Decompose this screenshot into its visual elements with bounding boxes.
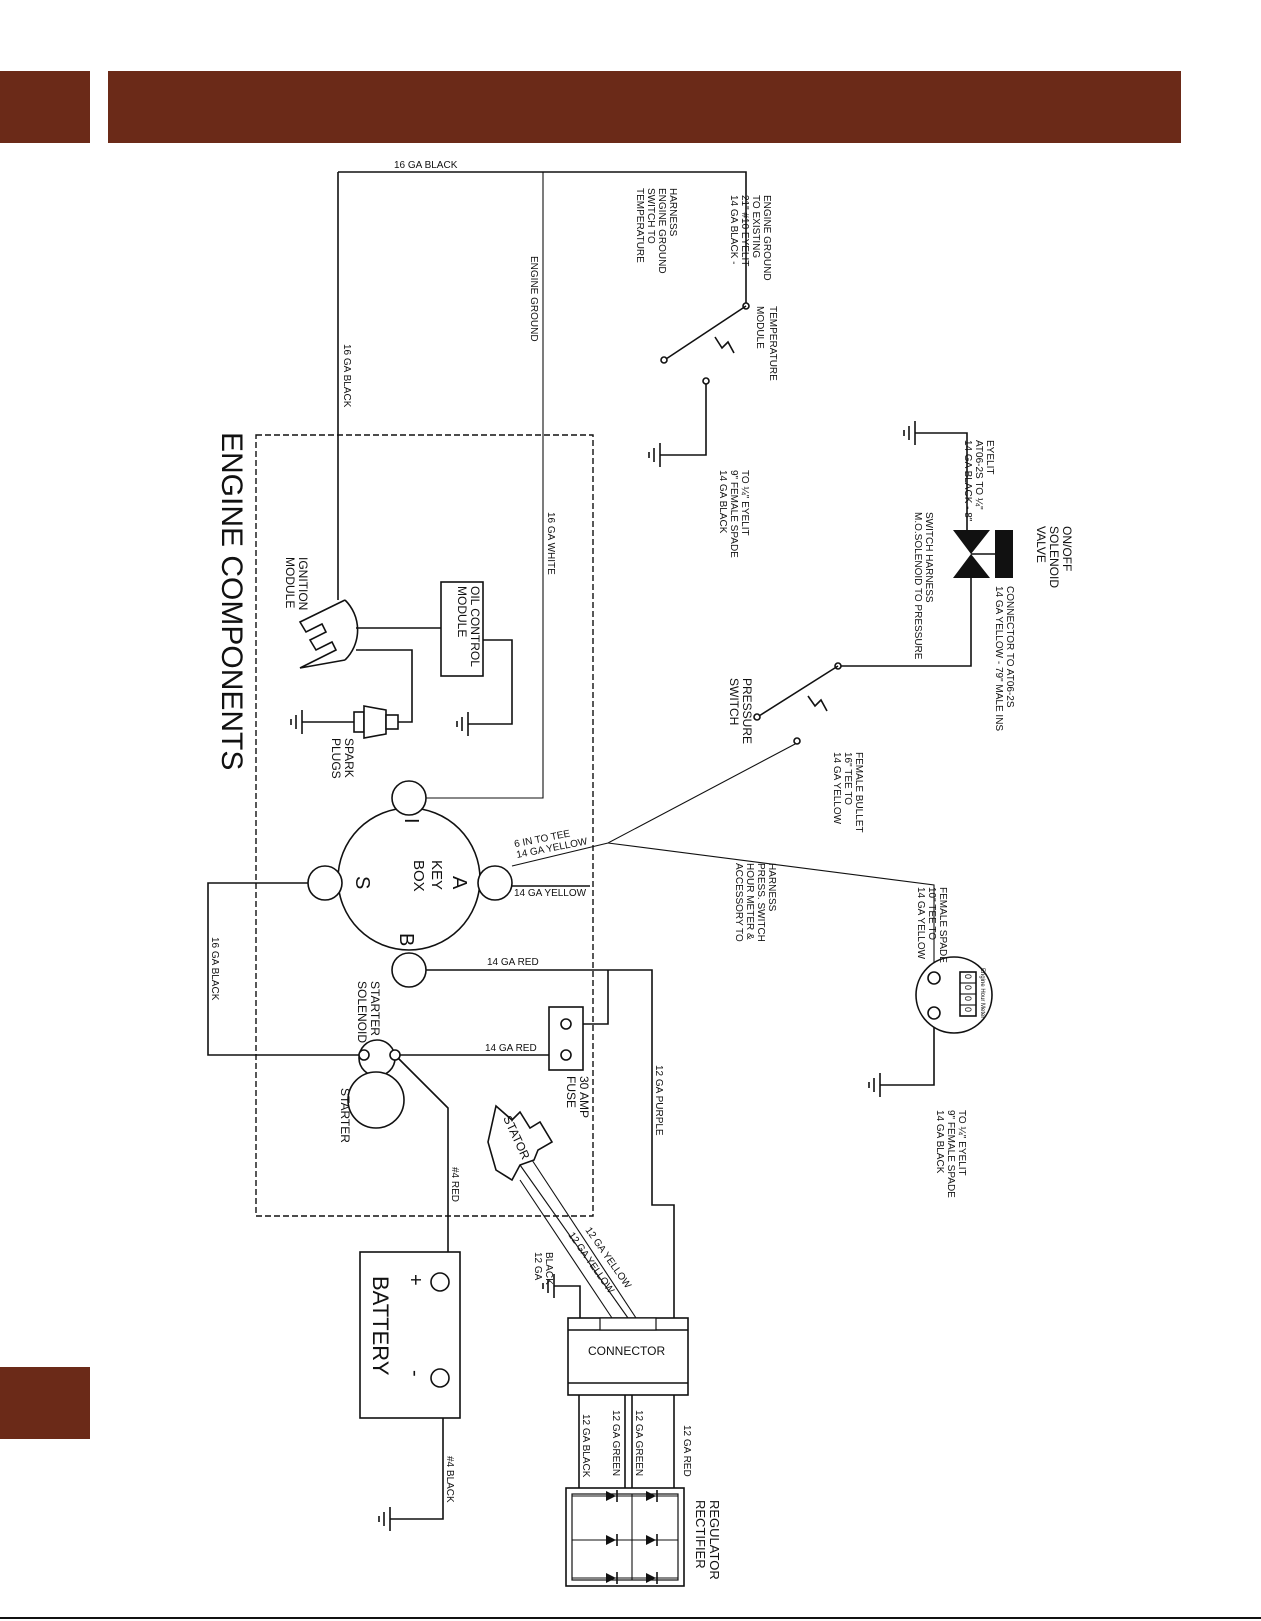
spark-plugs	[353, 705, 399, 739]
label-reg-red: 12 GA RED	[681, 1425, 692, 1477]
oil-control-label: OIL CONTROL MODULE	[455, 586, 482, 670]
label-starter-black: 16 GA BLACK	[209, 937, 220, 1001]
key-box	[307, 780, 513, 988]
ground-temp	[648, 442, 661, 468]
ground-meter	[868, 1072, 881, 1098]
note-mo-solenoid: M.O.SOLENOID TO PRESSURE SWITCH HARNESS	[912, 512, 934, 662]
header-bar	[108, 71, 1181, 143]
note-accessory: ACCESSORY TO HOUR METER & PRESS. SWITCH …	[733, 863, 777, 945]
key-terminal-s: S	[351, 876, 373, 889]
note-temp-ground: 14 GA BLACK - 21" #10 EYELIT TO EXISTING…	[728, 195, 772, 281]
connector-label: CONNECTOR	[588, 1344, 665, 1358]
label-a-yellow: 14 GA YELLOW	[514, 888, 587, 899]
starter	[347, 1071, 405, 1129]
wire-tee-meter	[607, 842, 935, 975]
ignition-label: IGNITION MODULE	[283, 557, 310, 614]
note-meter-ground: 14 GA BLACK 9" FEMALE SPADE TO ¼" EYELIT	[934, 1110, 968, 1201]
label-reg-green-2: 12 GA GREEN	[610, 1410, 621, 1476]
wire-ignition-spark	[356, 649, 413, 723]
temperature-module-switch	[660, 302, 750, 385]
label-left-black: 16 GA BLACK	[341, 344, 352, 408]
label-engine-ground: ENGINE GROUND	[528, 256, 539, 342]
label-conn-black: 12 GA BLACK	[532, 1252, 554, 1285]
key-terminal-i: I	[400, 818, 422, 824]
key-box-label: KEY BOX	[410, 860, 445, 894]
wire-4-red	[394, 1054, 449, 1278]
note-valve-yellow: 14 GA YELLOW - 79" MALE INS CONNECTOR TO…	[993, 586, 1015, 734]
ground-valve	[903, 420, 916, 446]
wire-valve-yellow	[838, 578, 972, 667]
label-white: 16 GA WHITE	[545, 512, 556, 575]
fuse-label: 30 AMP FUSE	[564, 1076, 591, 1121]
engine-components-title: ENGINE COMPONENTS	[215, 432, 248, 770]
connector	[567, 1317, 689, 1396]
footer-rule	[0, 1617, 1261, 1619]
label-red-b: 14 GA RED	[487, 957, 539, 968]
ignition-module	[298, 599, 359, 669]
hour-digit-2: 0	[963, 985, 973, 990]
battery-minus: -	[404, 1370, 426, 1377]
wire-temp-ground	[660, 383, 707, 456]
wire-engine-white	[425, 172, 544, 799]
hour-digit-1: 0	[963, 974, 973, 979]
note-valve-ground: 14 GA BLACK - 8" AT06-2S TO ¼" EYELIT	[962, 440, 995, 524]
battery-label: BATTERY	[368, 1276, 393, 1376]
wire-red-b	[424, 969, 675, 1318]
wire-valve-ground	[915, 432, 968, 530]
onoff-valve-label: ON/OFF SOLENOID VALVE	[1034, 526, 1074, 591]
wire-top-black	[338, 171, 747, 305]
starter-solenoid	[358, 1039, 401, 1077]
wire-meter-ground	[880, 1013, 935, 1086]
hour-meter-label: Engine Hour Meter	[979, 968, 985, 1018]
spark-plugs-label: SPARK PLUGS	[329, 738, 356, 781]
note-spade10: 14 GA YELLOW 10" TEE TO FEMALE SPADE	[915, 887, 948, 963]
pressure-switch-label: PRESSURE SWITCH	[727, 678, 754, 747]
temperature-module-label: TEMPERATURE MODULE	[754, 306, 778, 384]
label-tee-yellow: 14 GA YELLOW 6 IN TO TEE	[513, 825, 591, 861]
note-temp-switch: TEMPERATURE SWITCH TO ENGINE GROUND HARN…	[634, 188, 678, 276]
engine-components-box	[255, 434, 594, 1217]
label-red-fuse: 14 GA RED	[485, 1043, 537, 1054]
label-4-red: #4 RED	[449, 1167, 460, 1202]
note-bullet: 14 GA YELLOW 16" TEE TO FEMALE BULLET	[831, 752, 864, 833]
regulator-rectifier	[565, 1487, 685, 1587]
battery-plus: +	[404, 1274, 426, 1286]
wire-stator-yellow-3	[531, 1159, 637, 1319]
ground-battery	[378, 1506, 391, 1532]
side-tab	[0, 1367, 90, 1439]
key-terminal-b: B	[395, 933, 417, 946]
wire-stator-yellow-1	[519, 1164, 629, 1319]
starter-solenoid-label: STARTER SOLENOID	[355, 981, 382, 1043]
wire-4-black	[390, 1381, 444, 1520]
ground-oil	[456, 711, 469, 737]
fuse-30-amp	[548, 1006, 584, 1071]
label-4-black: #4 BLACK	[444, 1456, 455, 1503]
label-purple: 12 GA PURPLE	[653, 1065, 664, 1136]
wire-oil-ground	[468, 639, 513, 725]
wire-conn-black	[554, 1285, 581, 1318]
label-top-black: 16 GA BLACK	[394, 160, 458, 171]
battery	[359, 1251, 461, 1419]
hour-digit-4: 0	[963, 1007, 973, 1012]
hour-digit-3: 0	[963, 996, 973, 1001]
ground-spark	[290, 709, 303, 735]
starter-label: STARTER	[338, 1088, 352, 1143]
wire-stator-yellow-2	[519, 1179, 613, 1319]
stator	[487, 1104, 554, 1182]
label-reg-black: 12 GA BLACK	[580, 1414, 591, 1478]
pressure-switch	[753, 662, 842, 745]
header-left-tab	[0, 71, 90, 143]
wire-starter-black	[207, 882, 364, 1056]
oil-control-module	[440, 581, 484, 677]
key-terminal-a: A	[448, 876, 470, 890]
onoff-solenoid-valve	[953, 530, 1013, 578]
note-temp-spade: 14 GA BLACK 9" FEMALE SPADE TO ¼" EYELIT	[717, 470, 751, 561]
engine-hour-meter	[915, 956, 993, 1034]
regulator-label: REGULATOR RECTIFIER	[693, 1500, 722, 1583]
label-reg-green-1: 12 GA GREEN	[633, 1410, 644, 1476]
